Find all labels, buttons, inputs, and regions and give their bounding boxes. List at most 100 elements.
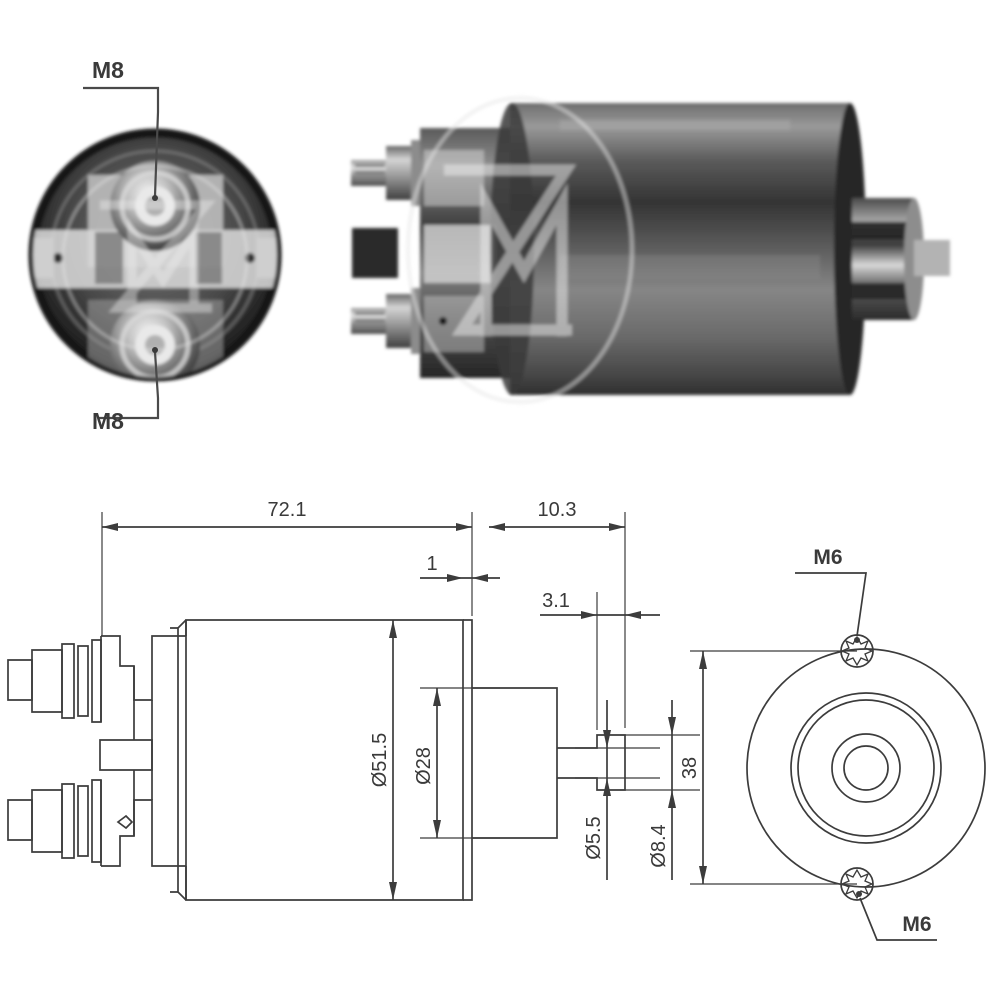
arrow-bottom-d515 [389,882,397,900]
dim-38: 38 [679,650,857,885]
upper-washer2-outline [77,645,89,717]
can-right-edge [834,103,866,395]
nose-groove-lower [852,283,914,299]
dim-label-103: 10.3 [538,499,577,521]
lower-washer2-outline [77,785,89,857]
plunger-shaft [914,240,950,276]
arrow-bottom-d84 [668,790,676,808]
arrow-bottom-38 [699,866,707,884]
right-tab [256,238,276,278]
dim-label-d515: Ø51.5 [369,733,391,787]
m6-bottom-leader [859,897,937,941]
bridge-slot-right [196,232,222,284]
lower-washer [411,288,422,354]
dim-label-d55: Ø5.5 [583,816,605,859]
arrow-right-31 [625,611,641,619]
m6-top-leader-dot [854,637,860,643]
arrow-right-103 [609,523,625,531]
dim-label-d28: Ø28 [413,747,435,785]
m6-top-label: M6 [813,546,842,569]
end-view-flange-circle [746,648,986,888]
body-chamfer-ticks [170,627,178,893]
dim-d51-5: Ø51.5 [369,620,397,900]
m8-lower-leader [98,351,160,420]
arrow-bottom-d55 [603,778,611,796]
dim-d28: Ø28 [413,687,500,839]
lower-stud-assembly [351,288,422,354]
cap-profile-lower [101,799,186,867]
front-view-callouts: M8 M8 [83,57,160,434]
upper-terminal-hardware [7,639,102,723]
section-view-group [7,619,626,901]
zm-watermark-side [406,96,634,404]
arrow-top-d28 [433,688,441,706]
body-left-chamfer [177,619,187,901]
arrow-left-721 [102,523,118,531]
arrow-left-31 [581,611,597,619]
m6-thread-bottom [840,868,874,900]
m6-thread-top [840,635,874,667]
cap-pin-hole [439,317,447,325]
arrow-top-38 [699,651,707,669]
upper-washer-outline [61,643,75,719]
end-view-hub-outer [790,692,942,844]
m8-upper-label: M8 [92,57,124,83]
cap-upper-plate [424,150,484,206]
dim-label-38: 38 [679,757,701,779]
m6-callouts: M6 M6 [795,546,937,941]
dim-3-1: 3.1 [540,590,660,730]
arrow-right-721 [456,523,472,531]
m8-upper-leader-dot [152,195,158,201]
dim-label-721: 72.1 [268,499,307,521]
lower-spacer-outline [91,779,102,863]
cap-profile-upper [101,635,186,701]
dim-d5-5: Ø5.5 [575,700,660,880]
upper-spacer-outline [91,639,102,723]
left-mount-hole [53,253,63,263]
lower-terminal-hardware [7,779,102,863]
nose-end-cap [852,198,914,320]
m6-top-leader [795,572,867,637]
dim-10-3: 10.3 [489,499,626,728]
arrow-top-d55 [603,730,611,748]
m6-bottom-leader-dot [856,891,862,897]
dim-label-d84: Ø8.4 [648,824,670,867]
cap-small-diamond [116,814,134,830]
bridge-slot-left [95,232,123,284]
dim-1: 1 [420,553,500,582]
m8-lower-leader-dot [152,347,158,353]
arrow-left-1 [447,574,463,582]
m8-lower-label: M8 [92,408,124,434]
end-view-hub-inner [797,699,935,837]
plunger-shaft-tip [960,232,973,284]
arrow-left-103 [489,523,505,531]
engineering-drawing-layer: 72.1 10.3 1 [7,499,986,941]
plunger-outline [557,734,626,791]
dim-d8-4: Ø8.4 [620,700,700,880]
arrow-top-d515 [389,620,397,638]
upper-washer [411,140,422,206]
can-highlight-mid [560,255,820,279]
end-view-group [746,634,986,901]
lower-washer-outline [61,783,75,859]
lower-nut-outline [31,789,63,853]
m8-upper-leader [83,86,160,197]
left-tab [34,238,54,278]
front-view-photo-group [28,128,282,382]
upper-stud-thread-outline [7,659,33,701]
m6-bottom-label: M6 [902,913,931,936]
end-view-bore-outer [831,733,901,803]
side-view-photo-group [351,96,973,404]
upper-stud-assembly [351,140,422,206]
side-middle-tab [352,228,398,278]
nose-groove-upper [852,222,914,240]
lower-hex-nut [386,294,412,348]
dim-label-31: 3.1 [542,590,570,612]
end-view-bore-inner [843,745,889,791]
upper-hex-nut [386,146,412,200]
flange-outline [463,619,473,901]
dim-label-1: 1 [426,553,437,575]
arrow-top-d84 [668,717,676,735]
arrow-right-1 [472,574,488,582]
